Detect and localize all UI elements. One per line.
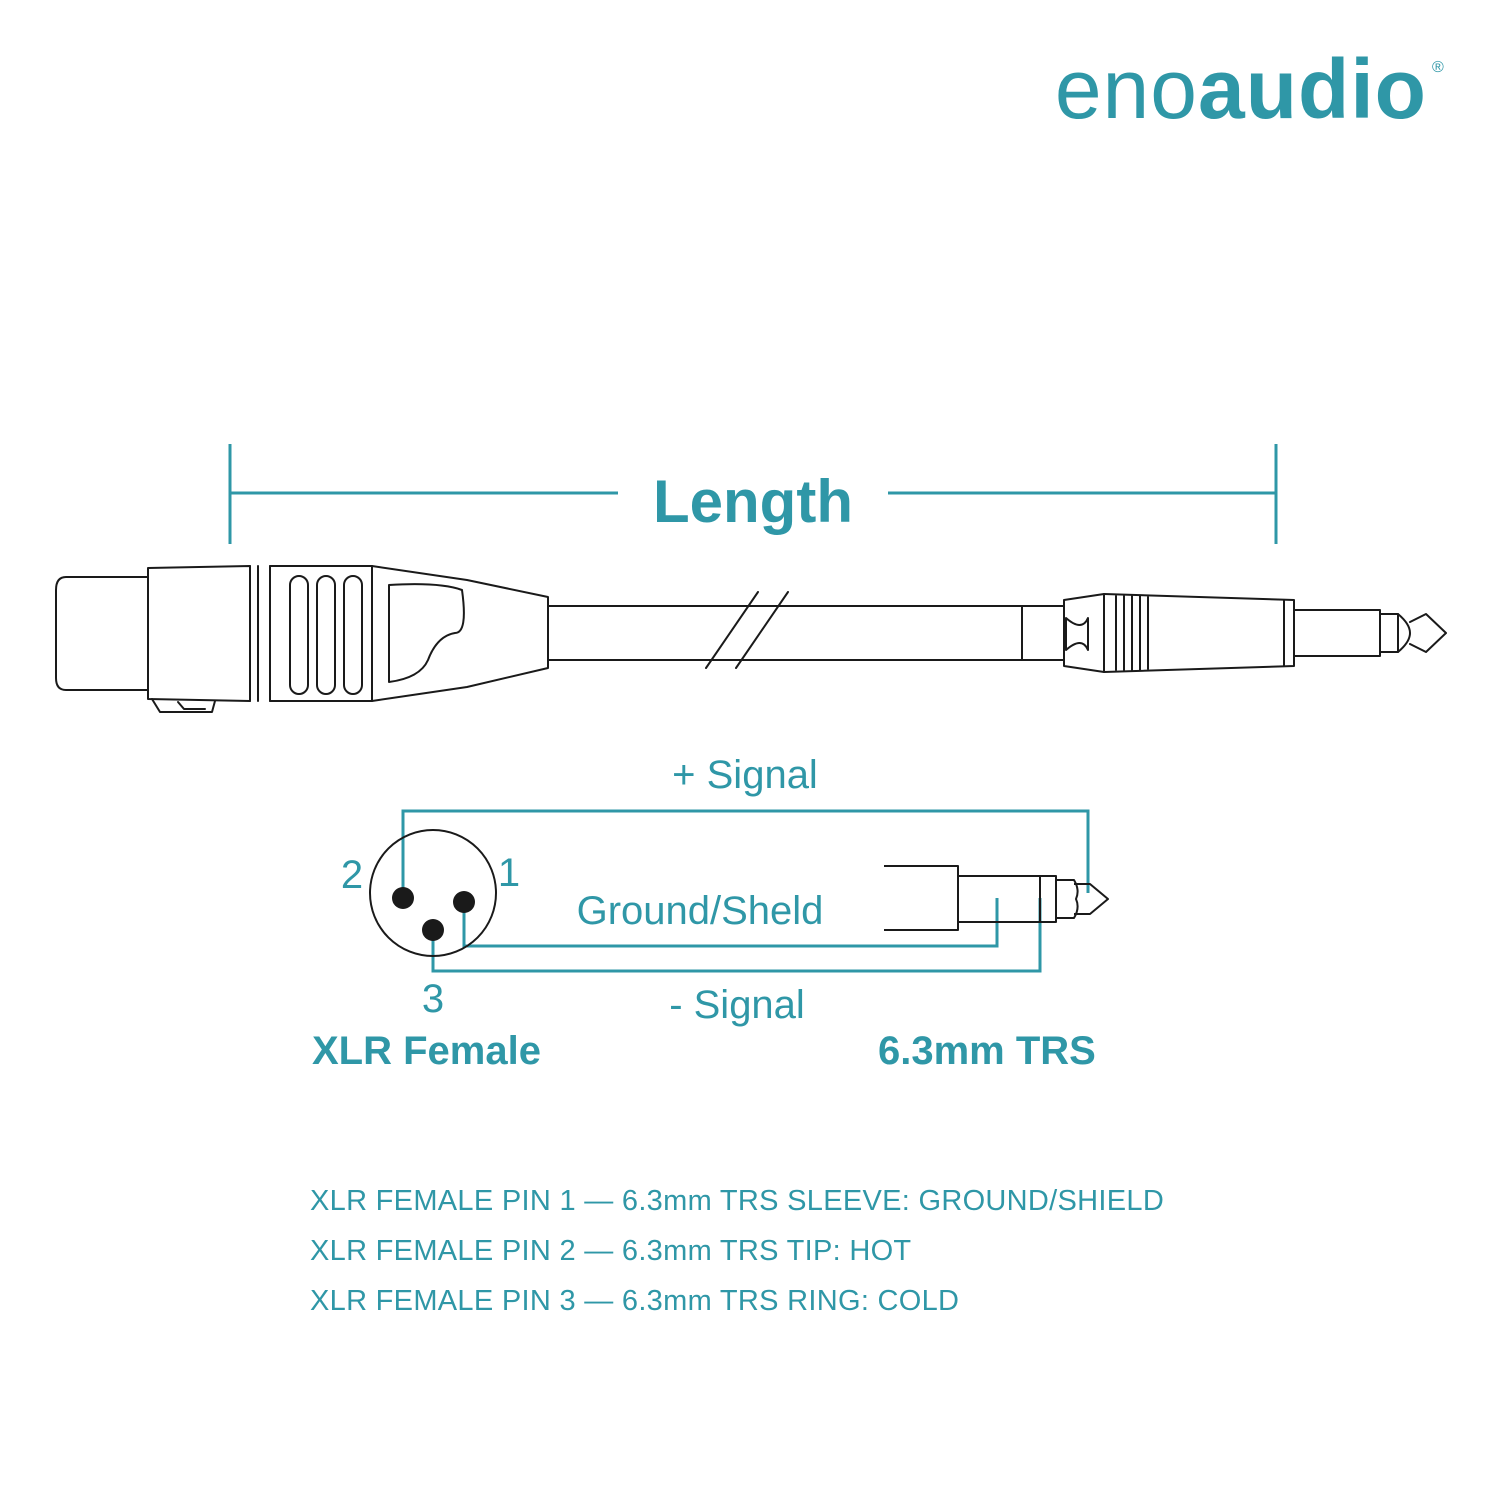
pin-1-label: 1 [498, 851, 520, 895]
xlr-pin-3 [422, 919, 444, 941]
xlr-grip-slot-2 [316, 575, 336, 695]
trs-ring [1379, 613, 1399, 653]
plus-signal-wire [401, 809, 1090, 898]
cable-break-mark-1 [705, 591, 759, 669]
minus-signal-wire [431, 898, 1042, 973]
pin-3-label: 3 [422, 977, 444, 1021]
brand-logo: enoaudio ® [1055, 42, 1444, 136]
length-dimension [228, 444, 1278, 544]
xlr-pin-1 [453, 891, 475, 913]
cable-break-mark-2 [735, 591, 789, 669]
wiring-schematic [369, 809, 1109, 973]
trs-tip [1409, 613, 1447, 653]
registered-mark: ® [1432, 59, 1444, 76]
trs-handle [1103, 593, 1295, 673]
xlr-pin-2 [392, 887, 414, 909]
trs-schematic-ring [1056, 879, 1079, 919]
xlr-boot-outline [371, 565, 549, 702]
xlr-socket-front [55, 576, 149, 691]
ground-label: Ground/Sheld [577, 889, 824, 933]
wiring-notes: XLR FEMALE PIN 1 — 6.3mm TRS SLEEVE: GRO… [310, 1176, 1310, 1326]
trs-schematic-body [884, 865, 959, 931]
xlr-latch [151, 698, 216, 713]
xlr-connector-drawing [55, 565, 549, 713]
plus-signal-label: + Signal [672, 753, 818, 797]
cable-illustration [55, 565, 1447, 713]
brand-name-light: eno [1055, 42, 1198, 136]
cable-line-drawing [547, 591, 1023, 669]
xlr-grip-slot-3 [343, 575, 363, 695]
trs-boot-collar [1021, 605, 1065, 661]
pin-2-label: 2 [341, 853, 363, 897]
minus-signal-label: - Signal [669, 983, 805, 1027]
trs-boot-window [1065, 617, 1089, 651]
xlr-grip-outline [269, 565, 373, 702]
xlr-female-label: XLR Female [312, 1029, 541, 1073]
trs-label: 6.3mm TRS [878, 1029, 1096, 1073]
xlr-face-circle [369, 829, 497, 957]
xlr-pin-face [369, 829, 497, 957]
xlr-body [147, 565, 251, 702]
trs-schematic-sleeve [958, 875, 1057, 923]
xlr-grip-slot-1 [289, 575, 309, 695]
trs-boot-body [1063, 593, 1105, 673]
trs-plug-drawing [1021, 593, 1447, 673]
brand-wordmark: enoaudio [1055, 42, 1427, 136]
trs-schematic-plug [884, 865, 1109, 931]
wiring-note-pin-2: XLR FEMALE PIN 2 — 6.3mm TRS TIP: HOT [310, 1235, 912, 1267]
xlr-latch-detail [177, 701, 206, 710]
trs-sleeve [1293, 609, 1381, 657]
xlr-boot-window [388, 583, 465, 683]
brand-name-bold: audio [1198, 42, 1427, 136]
wiring-note-pin-3: XLR FEMALE PIN 3 — 6.3mm TRS RING: COLD [310, 1285, 960, 1317]
trs-tip-neck [1397, 613, 1411, 653]
wiring-note-pin-1: XLR FEMALE PIN 1 — 6.3mm TRS SLEEVE: GRO… [310, 1185, 1165, 1217]
length-label: Length [653, 468, 853, 535]
trs-schematic-tip [1074, 883, 1109, 915]
